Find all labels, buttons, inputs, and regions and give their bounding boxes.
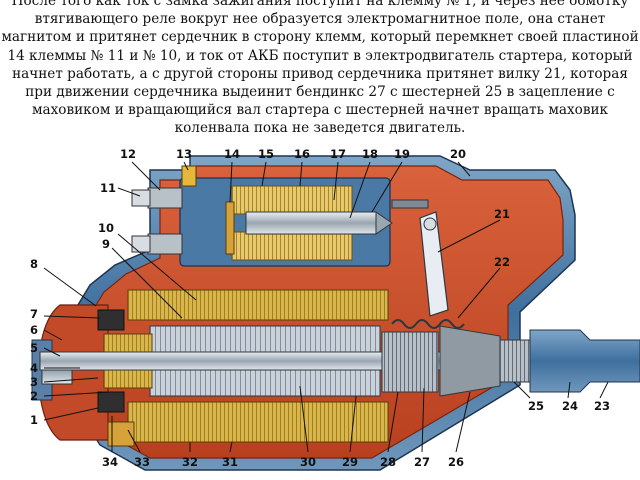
label-24: 24 bbox=[562, 399, 578, 413]
label-2: 2 bbox=[30, 389, 38, 403]
terminal-11-nut bbox=[131, 189, 151, 207]
core-rod bbox=[391, 199, 429, 209]
label-8: 8 bbox=[30, 257, 38, 271]
drive-spring bbox=[391, 319, 465, 329]
leader-lines bbox=[43, 161, 609, 453]
label-19: 19 bbox=[394, 147, 410, 161]
terminal-10 bbox=[147, 233, 183, 255]
label-33: 33 bbox=[134, 455, 150, 469]
brush-top bbox=[97, 309, 125, 331]
label-5: 5 bbox=[30, 341, 38, 355]
shift-fork bbox=[419, 211, 449, 317]
label-27: 27 bbox=[414, 455, 430, 469]
label-17: 17 bbox=[330, 147, 346, 161]
label-9: 9 bbox=[102, 237, 110, 251]
starter-diagram: 12 13 14 15 16 17 18 19 20 11 10 9 8 7 6… bbox=[30, 147, 640, 471]
solenoid-winding-top bbox=[231, 185, 353, 215]
description-paragraph: После того как ток с замка зажигания пос… bbox=[1, 0, 639, 137]
label-11: 11 bbox=[100, 181, 116, 195]
label-34: 34 bbox=[102, 455, 118, 469]
brush-bottom bbox=[97, 391, 125, 413]
label-23: 23 bbox=[594, 399, 610, 413]
label-1: 1 bbox=[30, 413, 38, 427]
label-7: 7 bbox=[30, 307, 38, 321]
bendix bbox=[439, 325, 501, 397]
solenoid-winding-bottom bbox=[231, 231, 353, 261]
solenoid-core bbox=[245, 211, 377, 235]
label-16: 16 bbox=[294, 147, 310, 161]
field-winding-bottom bbox=[127, 401, 389, 443]
label-29: 29 bbox=[342, 455, 358, 469]
starter-cutaway-figure: 12 13 14 15 16 17 18 19 20 11 10 9 8 7 6… bbox=[0, 140, 640, 480]
label-26: 26 bbox=[448, 455, 464, 469]
label-15: 15 bbox=[258, 147, 274, 161]
terminal-10-nut bbox=[131, 235, 151, 253]
label-13: 13 bbox=[176, 147, 192, 161]
label-21: 21 bbox=[494, 207, 510, 221]
label-25: 25 bbox=[528, 399, 544, 413]
field-winding-top bbox=[127, 289, 389, 321]
label-18: 18 bbox=[362, 147, 378, 161]
label-6: 6 bbox=[30, 323, 38, 337]
label-10: 10 bbox=[98, 221, 114, 235]
label-3: 3 bbox=[30, 375, 38, 389]
drive-clutch bbox=[381, 331, 439, 393]
label-31: 31 bbox=[222, 455, 238, 469]
pinion-gear bbox=[499, 339, 533, 383]
label-32: 32 bbox=[182, 455, 198, 469]
contact-plate bbox=[225, 201, 235, 255]
label-22: 22 bbox=[494, 255, 510, 269]
label-28: 28 bbox=[380, 455, 396, 469]
description-text: После того как ток с замка зажигания пос… bbox=[0, 0, 640, 140]
terminal-13 bbox=[181, 165, 197, 187]
front-nose bbox=[529, 329, 640, 393]
label-30: 30 bbox=[300, 455, 316, 469]
core-tip bbox=[375, 211, 393, 235]
label-20: 20 bbox=[450, 147, 466, 161]
fork-pivot bbox=[423, 217, 437, 231]
terminal-11 bbox=[147, 187, 183, 209]
label-4: 4 bbox=[30, 361, 38, 375]
label-14: 14 bbox=[224, 147, 240, 161]
label-12: 12 bbox=[120, 147, 136, 161]
